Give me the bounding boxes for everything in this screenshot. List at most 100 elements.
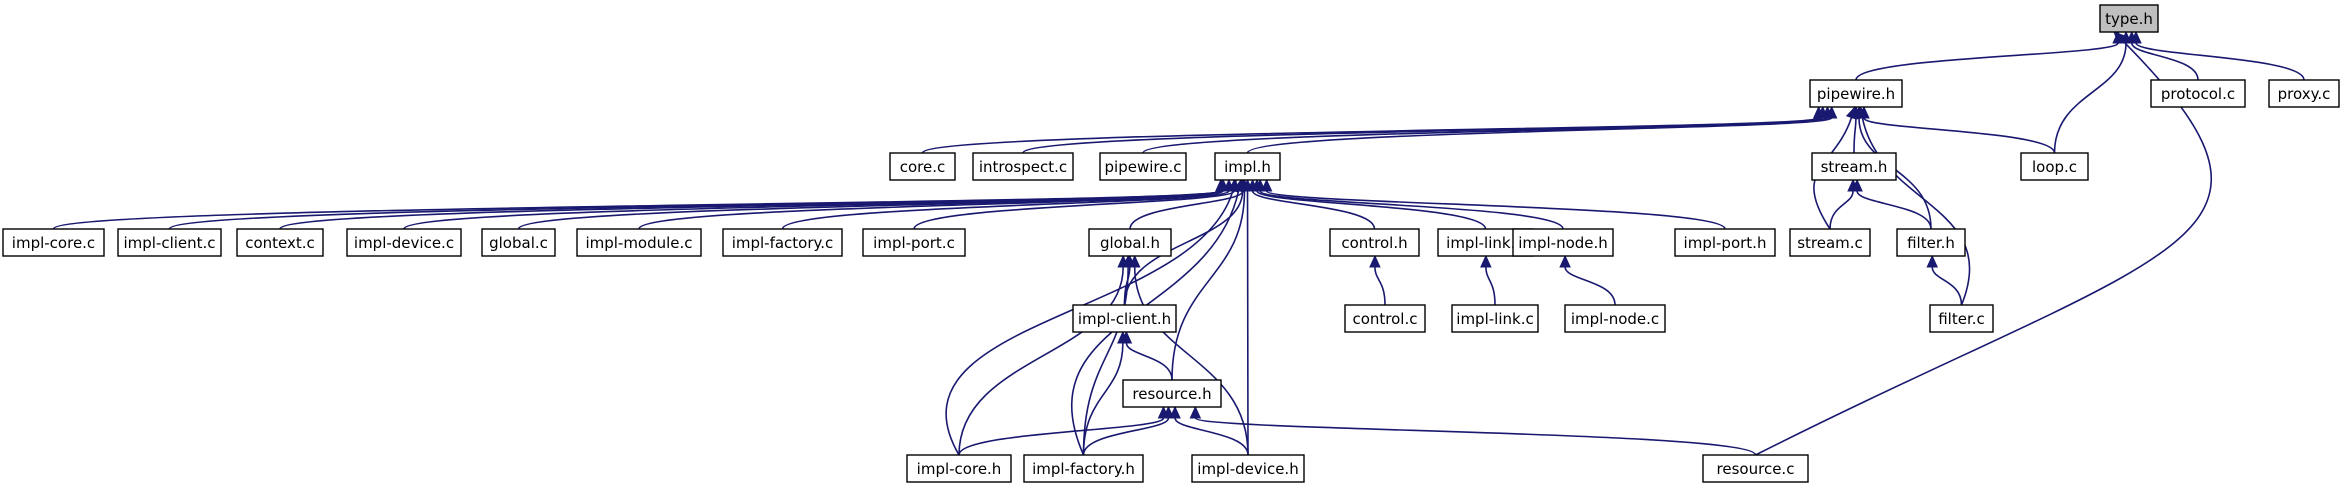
arrowhead-impl-client-h: [1117, 330, 1129, 344]
edge-impl-client-c-to-impl-h: [168, 190, 1222, 230]
edge-impl-core-h-to-resource-h: [958, 417, 1165, 456]
edge-core-c-to-pipewire-h: [921, 117, 1820, 154]
node-box-global-h[interactable]: [1088, 228, 1172, 257]
graph-nodes: type.h pipewire.h protocol.c proxy.c core.c i…: [2, 4, 2340, 483]
node-context-c[interactable]: context.c: [236, 228, 324, 257]
node-pipewire-c[interactable]: pipewire.c: [1099, 152, 1187, 181]
node-box-control-c[interactable]: [1344, 304, 1426, 333]
node-control-h[interactable]: control.h: [1329, 228, 1420, 257]
node-impl-module-c[interactable]: impl-module.c: [576, 228, 702, 257]
edge-stream-h-to-pipewire-h: [1853, 117, 1857, 154]
node-box-impl-port-c[interactable]: [862, 228, 966, 257]
edge-impl-factory-h-to-resource-h: [1082, 417, 1170, 456]
node-label-pipewire-h: pipewire.h: [1817, 85, 1895, 103]
node-box-filter-c[interactable]: [1929, 304, 1994, 333]
node-impl-device-h[interactable]: impl-device.h: [1191, 454, 1305, 483]
arrowhead-pipewire-h: [1856, 105, 1869, 120]
node-impl-client-h[interactable]: impl-client.h: [1072, 304, 1177, 333]
node-impl-factory-h[interactable]: impl-factory.h: [1023, 454, 1144, 483]
edge-protocol-c-to-type-h: [2130, 42, 2199, 81]
node-box-impl-node-c[interactable]: [1564, 304, 1666, 333]
node-box-impl-node-h[interactable]: [1512, 228, 1614, 257]
node-box-control-h[interactable]: [1329, 228, 1420, 257]
edge-pipewire-h-to-type-h: [1855, 42, 2119, 81]
node-box-pipewire-h[interactable]: [1809, 79, 1903, 108]
node-label-global-c: global.c: [489, 234, 548, 252]
node-box-introspect-c[interactable]: [972, 152, 1074, 181]
node-box-impl-core-h[interactable]: [906, 454, 1012, 483]
node-box-impl-device-c[interactable]: [346, 228, 462, 257]
node-box-impl-core-c[interactable]: [2, 228, 105, 257]
node-global-c[interactable]: global.c: [481, 228, 556, 257]
node-label-impl-factory-c: impl-factory.c: [732, 234, 834, 252]
node-box-impl-h[interactable]: [1214, 152, 1281, 181]
node-impl-device-c[interactable]: impl-device.c: [346, 228, 462, 257]
node-box-context-c[interactable]: [236, 228, 324, 257]
arrowhead-impl-h: [1232, 178, 1245, 193]
node-control-c[interactable]: control.c: [1344, 304, 1426, 333]
edge-loop-c-to-pipewire-h: [1863, 117, 2056, 154]
node-filter-c[interactable]: filter.c: [1929, 304, 1994, 333]
node-resource-c[interactable]: resource.c: [1702, 454, 1809, 483]
node-impl-port-c[interactable]: impl-port.c: [862, 228, 966, 257]
node-protocol-c[interactable]: protocol.c: [2150, 79, 2246, 108]
node-box-stream-h[interactable]: [1811, 152, 1897, 181]
node-box-type-h[interactable]: [2099, 4, 2159, 33]
node-box-impl-client-c[interactable]: [117, 228, 222, 257]
node-loop-c[interactable]: loop.c: [2020, 152, 2089, 181]
edge-impl-factory-h-to-global-h: [1082, 266, 1129, 456]
node-filter-h[interactable]: filter.h: [1896, 228, 1966, 257]
node-label-core-c: core.c: [900, 158, 946, 176]
node-box-impl-factory-h[interactable]: [1023, 454, 1144, 483]
node-type-h[interactable]: type.h: [2099, 4, 2159, 33]
node-label-impl-link-h: impl-link.h: [1446, 234, 1525, 252]
node-stream-h[interactable]: stream.h: [1811, 152, 1897, 181]
node-impl-core-c[interactable]: impl-core.c: [2, 228, 105, 257]
node-resource-h[interactable]: resource.h: [1122, 379, 1222, 408]
node-impl-client-c[interactable]: impl-client.c: [117, 228, 222, 257]
node-box-filter-h[interactable]: [1896, 228, 1966, 257]
node-box-impl-link-c[interactable]: [1451, 304, 1539, 333]
node-box-impl-factory-c[interactable]: [722, 228, 843, 257]
node-label-impl-factory-h: impl-factory.h: [1032, 460, 1135, 478]
node-impl-node-c[interactable]: impl-node.c: [1564, 304, 1666, 333]
node-label-stream-h: stream.h: [1821, 158, 1888, 176]
node-box-impl-device-h[interactable]: [1191, 454, 1305, 483]
node-stream-c[interactable]: stream.c: [1789, 228, 1871, 257]
node-box-impl-port-h[interactable]: [1674, 228, 1776, 257]
node-box-proxy-c[interactable]: [2268, 79, 2340, 108]
node-box-stream-c[interactable]: [1789, 228, 1871, 257]
edge-resource-h-to-impl-client-h: [1125, 342, 1173, 381]
arrowhead-impl-node-h: [1559, 254, 1571, 268]
node-label-stream-c: stream.c: [1797, 234, 1863, 252]
node-label-control-c: control.c: [1352, 310, 1417, 328]
node-global-h[interactable]: global.h: [1088, 228, 1172, 257]
node-box-global-c[interactable]: [481, 228, 556, 257]
node-box-protocol-c[interactable]: [2150, 79, 2246, 108]
node-box-impl-module-c[interactable]: [576, 228, 702, 257]
edge-loop-c-to-type-h: [2053, 42, 2127, 154]
node-impl-node-h[interactable]: impl-node.h: [1512, 228, 1614, 257]
node-box-pipewire-c[interactable]: [1099, 152, 1187, 181]
node-box-core-c[interactable]: [889, 152, 956, 181]
node-proxy-c[interactable]: proxy.c: [2268, 79, 2340, 108]
node-box-loop-c[interactable]: [2020, 152, 2089, 181]
node-label-proxy-c: proxy.c: [2278, 85, 2331, 103]
edge-proxy-c-to-type-h: [2135, 42, 2305, 81]
node-impl-link-c[interactable]: impl-link.c: [1451, 304, 1539, 333]
node-impl-factory-c[interactable]: impl-factory.c: [722, 228, 843, 257]
arrowhead-type-h: [2113, 31, 2127, 45]
node-impl-core-h[interactable]: impl-core.h: [906, 454, 1012, 483]
node-box-impl-client-h[interactable]: [1072, 304, 1177, 333]
edge-impl-device-h-to-resource-h: [1174, 417, 1249, 456]
node-introspect-c[interactable]: introspect.c: [972, 152, 1074, 181]
edge-resource-h-to-impl-h: [1171, 190, 1246, 381]
node-core-c[interactable]: core.c: [889, 152, 956, 181]
edge-impl-node-c-to-impl-node-h: [1564, 266, 1616, 306]
node-pipewire-h[interactable]: pipewire.h: [1809, 79, 1903, 108]
node-impl-port-h[interactable]: impl-port.h: [1674, 228, 1776, 257]
node-box-resource-h[interactable]: [1122, 379, 1222, 408]
node-box-resource-c[interactable]: [1702, 454, 1809, 483]
node-impl-h[interactable]: impl.h: [1214, 152, 1281, 181]
arrowhead-resource-h: [1169, 405, 1181, 419]
